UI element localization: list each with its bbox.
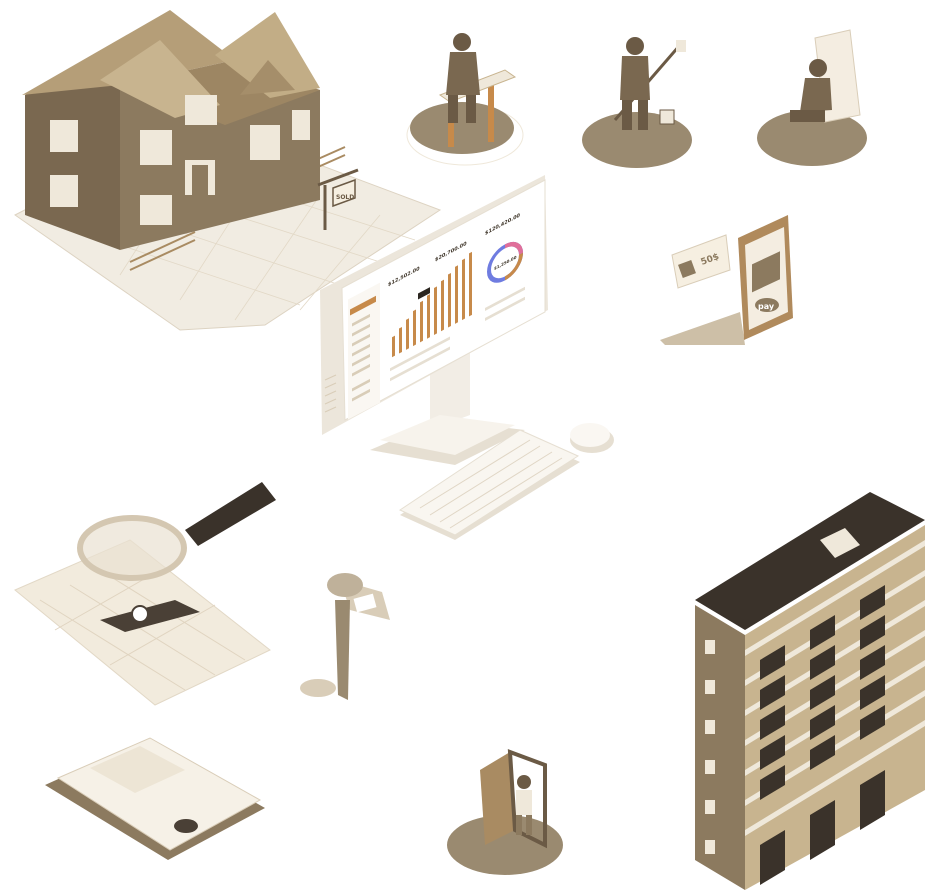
apartment-building [695, 492, 925, 890]
keys [300, 573, 390, 700]
sold-sign-text: SOLD [336, 194, 354, 201]
keyboard [398, 429, 580, 540]
dashboard-screen: $12,502.00 $20,700.00 $120,420.00 [348, 212, 525, 420]
mouse [570, 423, 614, 453]
magnifier-map [14, 482, 276, 706]
carpenter-worker [406, 33, 524, 166]
phone-payment: 50$ pay [660, 215, 793, 345]
dashboard-bar-chart [392, 251, 472, 358]
house-illustration: SOLD [14, 10, 442, 331]
painter-worker [582, 37, 692, 168]
door-installer [447, 749, 563, 875]
document-book [45, 737, 265, 860]
phone-pay-button: pay [758, 302, 775, 311]
desktop-monitor: $12,502.00 $20,700.00 $120,420.00 [320, 175, 548, 465]
sold-sign: SOLD [317, 168, 359, 230]
electrician-worker [757, 29, 867, 166]
